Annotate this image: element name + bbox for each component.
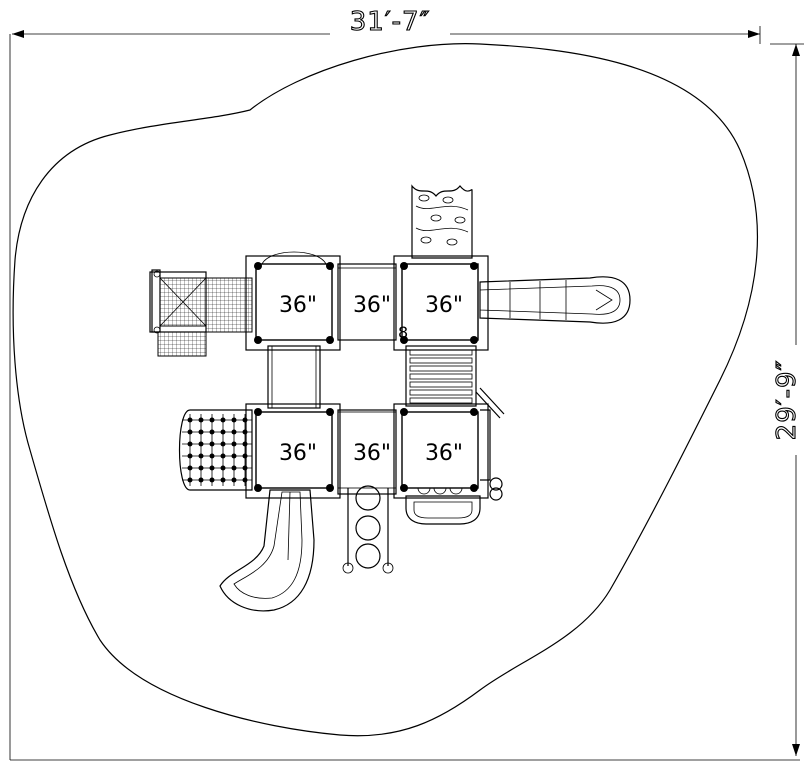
safety-zone-outline <box>12 43 759 737</box>
rock-climber <box>411 184 473 259</box>
deck-bottom-middle: 36" <box>337 411 397 489</box>
left-top-panel-assembly <box>149 269 253 357</box>
height-dimension-label: 29′-9″ <box>772 360 802 441</box>
deck-top-middle: 36" <box>337 267 397 341</box>
deck-label: 36" <box>353 293 391 318</box>
step-ladder <box>405 345 505 419</box>
deck-label: 36" <box>425 441 463 466</box>
curved-slide <box>219 489 315 612</box>
deck-label: 36" <box>279 441 317 466</box>
bounding-lines <box>9 34 800 761</box>
top-right-slide <box>479 276 631 324</box>
deck-label: 36" <box>425 293 463 318</box>
vertical-bridge-left <box>267 345 321 409</box>
width-dimension: 31′-7″ <box>12 6 761 44</box>
deck-top-right: 36" 8 <box>393 255 489 351</box>
width-dimension-label: 31′-7″ <box>350 7 431 37</box>
deck-grid: 36" 36" 36" 8 36" 36" 36" <box>245 251 489 499</box>
deck-bottom-right: 36" <box>393 403 489 499</box>
step-number: 8 <box>398 323 408 342</box>
deck-posts <box>254 262 478 492</box>
deck-bottom-left: 36" <box>245 403 341 499</box>
deck-label: 36" <box>279 293 317 318</box>
deck-label: 36" <box>353 441 391 466</box>
stepping-pods <box>342 485 394 574</box>
deck-top-left: 36" <box>245 251 341 351</box>
height-dimension: 29′-9″ <box>770 43 804 756</box>
net-climber <box>178 409 253 491</box>
